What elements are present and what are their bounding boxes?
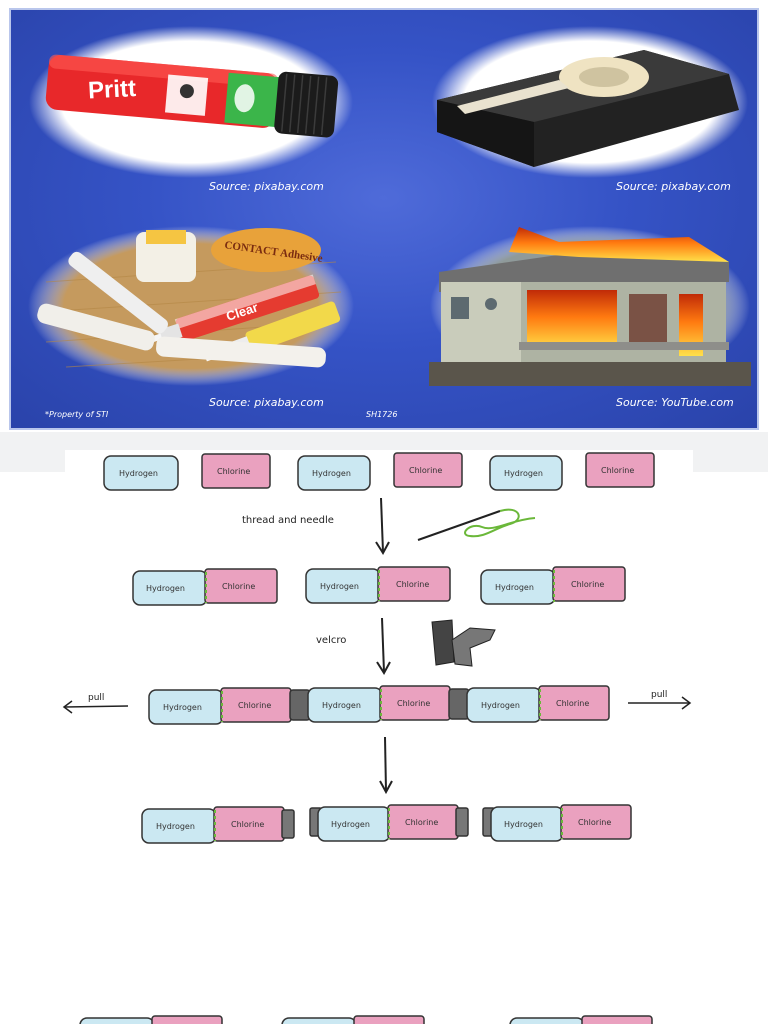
chlorine-label: Chlorine: [578, 818, 611, 827]
hydrogen-label: Hydrogen: [163, 703, 202, 712]
chlorine-label: Chlorine: [409, 466, 442, 475]
chlorine-label: Chlorine: [396, 580, 429, 589]
pull-right-arrow: [628, 696, 692, 710]
caption-bottom-left: Source: pixabay.com: [209, 396, 324, 409]
chlorine-label: Chlorine: [231, 820, 264, 829]
hydrogen-label: Hydrogen: [312, 469, 351, 478]
caption-top-right: Source: pixabay.com: [616, 180, 731, 193]
hydrogen-label: Hydrogen: [146, 584, 185, 593]
arrow-step-3: [379, 736, 393, 795]
hydrogen-label: Hydrogen: [156, 822, 195, 831]
chlorine-label: Chlorine: [222, 582, 255, 591]
chlorine-label: Chlorine: [405, 818, 438, 827]
hydrogen-label: Hydrogen: [320, 582, 359, 591]
footer-property: *Property of STI: [45, 410, 109, 419]
row-separate-atoms: [103, 452, 655, 491]
pull-left-label: pull: [88, 693, 104, 703]
row-velcro-chain: [148, 685, 610, 725]
hcl-bond-diagram: Hydrogen Chlorine Hydrogen Chlorine Hydr…: [62, 450, 693, 844]
adhesives-photo: CONTACT Adhesive Clear: [28, 226, 354, 386]
chlorine-label: Chlorine: [601, 466, 634, 475]
partial-molecule-row: [79, 1015, 653, 1024]
tape-dispenser-photo: [432, 26, 748, 178]
hydrogen-label: Hydrogen: [481, 701, 520, 710]
hydrogen-label: Hydrogen: [504, 820, 543, 829]
chlorine-label: Chlorine: [238, 701, 271, 710]
glue-stick-photo: Pritt: [29, 26, 353, 178]
row-separated-molecules: [141, 804, 632, 844]
pull-right-label: pull: [651, 690, 667, 700]
step-2-label: velcro: [316, 635, 346, 646]
chlorine-label: Chlorine: [556, 699, 589, 708]
hydrogen-label: Hydrogen: [322, 701, 361, 710]
caption-bottom-right: Source: YouTube.com: [616, 396, 734, 409]
hydrogen-label: Hydrogen: [119, 469, 158, 478]
chlorine-label: Chlorine: [571, 580, 604, 589]
row-sewn-molecules: [132, 566, 626, 606]
velcro-icon: [431, 619, 496, 667]
glue-stick-brand: Pritt: [87, 75, 136, 104]
chlorine-label: Chlorine: [217, 467, 250, 476]
hydrogen-label: Hydrogen: [504, 469, 543, 478]
step-1-label: thread and needle: [242, 515, 334, 526]
caption-top-left: Source: pixabay.com: [209, 180, 324, 193]
house-fire-photo: [429, 226, 751, 386]
needle-thread-icon: [417, 508, 536, 541]
hydrogen-label: Hydrogen: [331, 820, 370, 829]
footer-code: SH1726: [366, 410, 398, 419]
chlorine-label: Chlorine: [397, 699, 430, 708]
hydrogen-label: Hydrogen: [495, 583, 534, 592]
slide-panel: Pritt Source: pixabay.com Source: pixaba…: [9, 8, 759, 430]
arrow-step-2: [376, 617, 391, 675]
arrow-step-1: [375, 497, 390, 555]
pull-left-arrow: [62, 700, 129, 714]
